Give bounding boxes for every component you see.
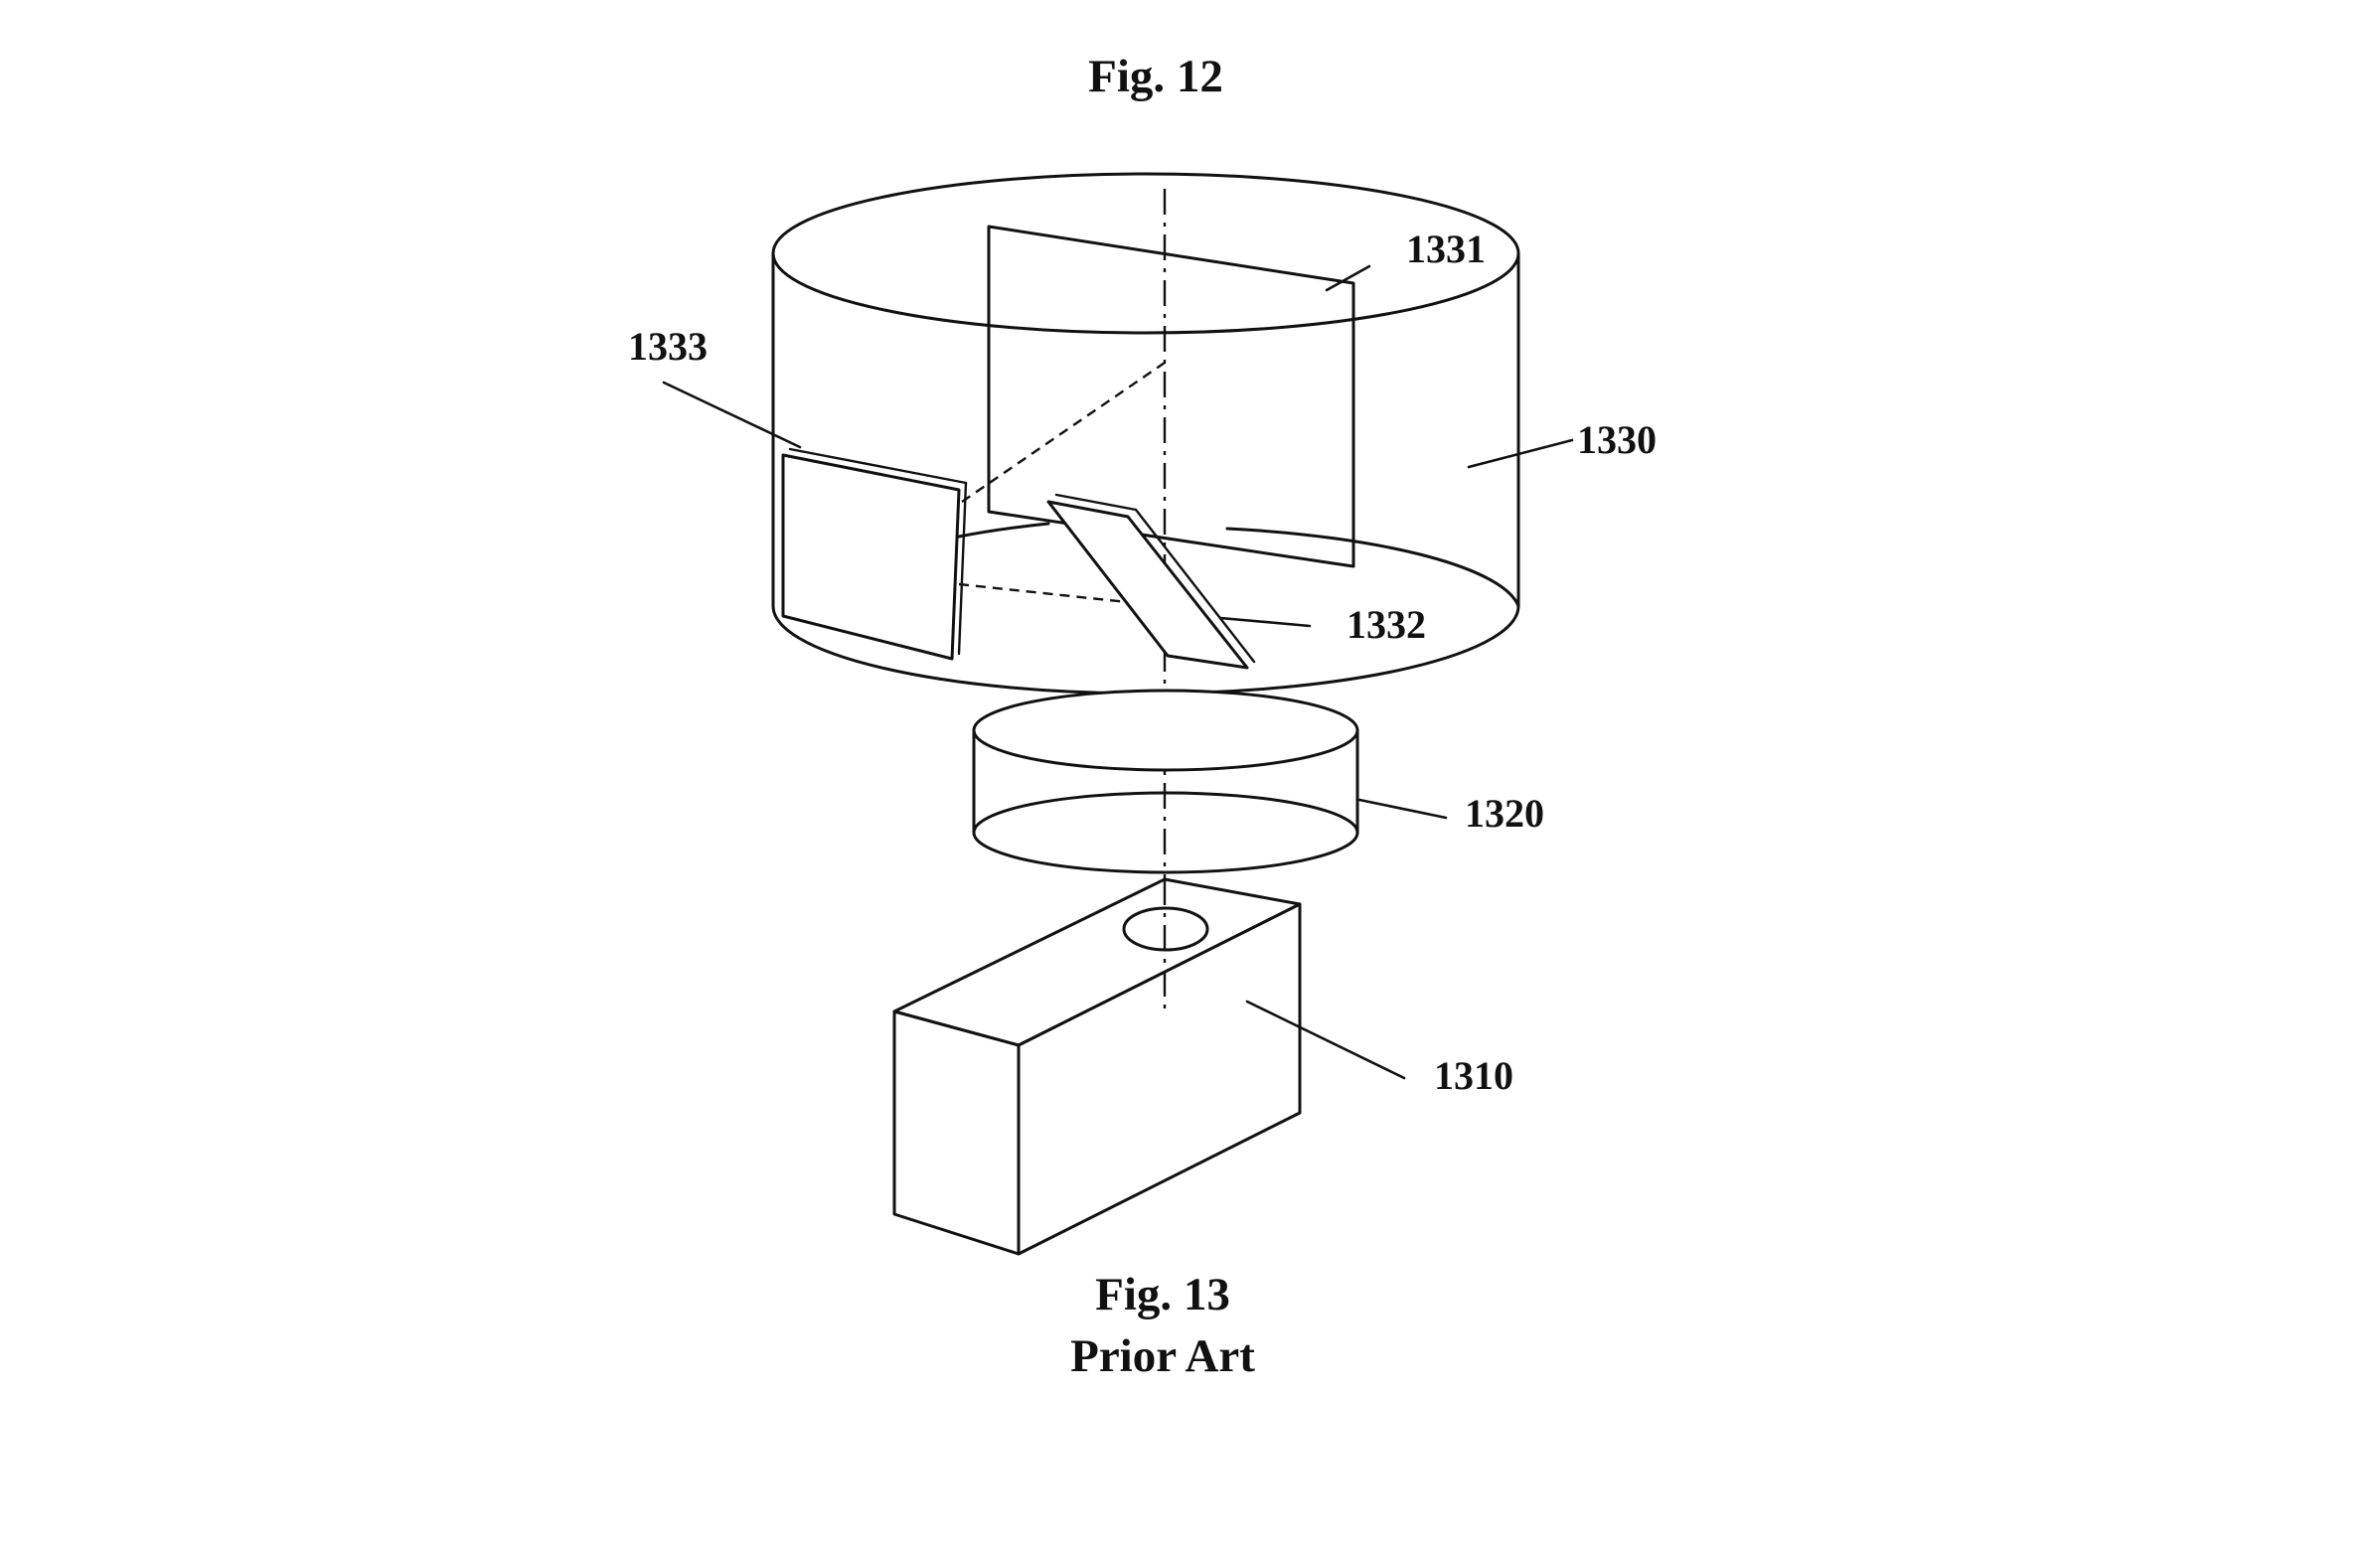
ref-1310: 1310 [1434,1053,1513,1098]
lens-bottom-ellipse [972,791,1359,874]
ref-1320: 1320 [1465,791,1544,836]
mirror-1333-edge-top [788,447,968,485]
mirror-1333-edge-side [957,481,968,656]
lens-cylinder-1320 [972,689,1359,874]
cylinder-bottom-back-arc [1225,527,1520,608]
leader-1332 [1218,616,1312,628]
leader-1333 [662,381,802,449]
leader-1310 [1245,1000,1406,1080]
mirror-1332-face [1046,500,1249,670]
caption-fig-13: Fig. 13 [1095,1269,1230,1320]
mirror-1333 [781,447,968,661]
cylinder-bottom-back-arc-left [957,522,1050,539]
box-side-face [1017,902,1302,1256]
lens-top-ellipse [972,689,1359,772]
leader-1330 [1467,438,1574,469]
mirror-1332-edge-top [1054,493,1138,512]
ref-1332: 1332 [1347,602,1426,647]
box-front-face [892,1009,1021,1256]
leader-1320 [1357,798,1448,820]
caption-prior-art: Prior Art [1070,1330,1255,1382]
projector-box-1310 [892,877,1302,1256]
mirror-1333-face [781,453,961,661]
caption-fig-12: Fig. 12 [1088,51,1223,102]
mirror-1332 [1046,493,1256,670]
leader-1331 [1325,264,1371,292]
light-path-upper [961,362,1166,503]
ref-1333: 1333 [628,324,708,369]
mirror-1332-edge-side [1134,508,1256,664]
screen-plate-1331 [987,225,1355,568]
ref-1331: 1331 [1406,227,1486,271]
ref-1330: 1330 [1577,417,1657,462]
